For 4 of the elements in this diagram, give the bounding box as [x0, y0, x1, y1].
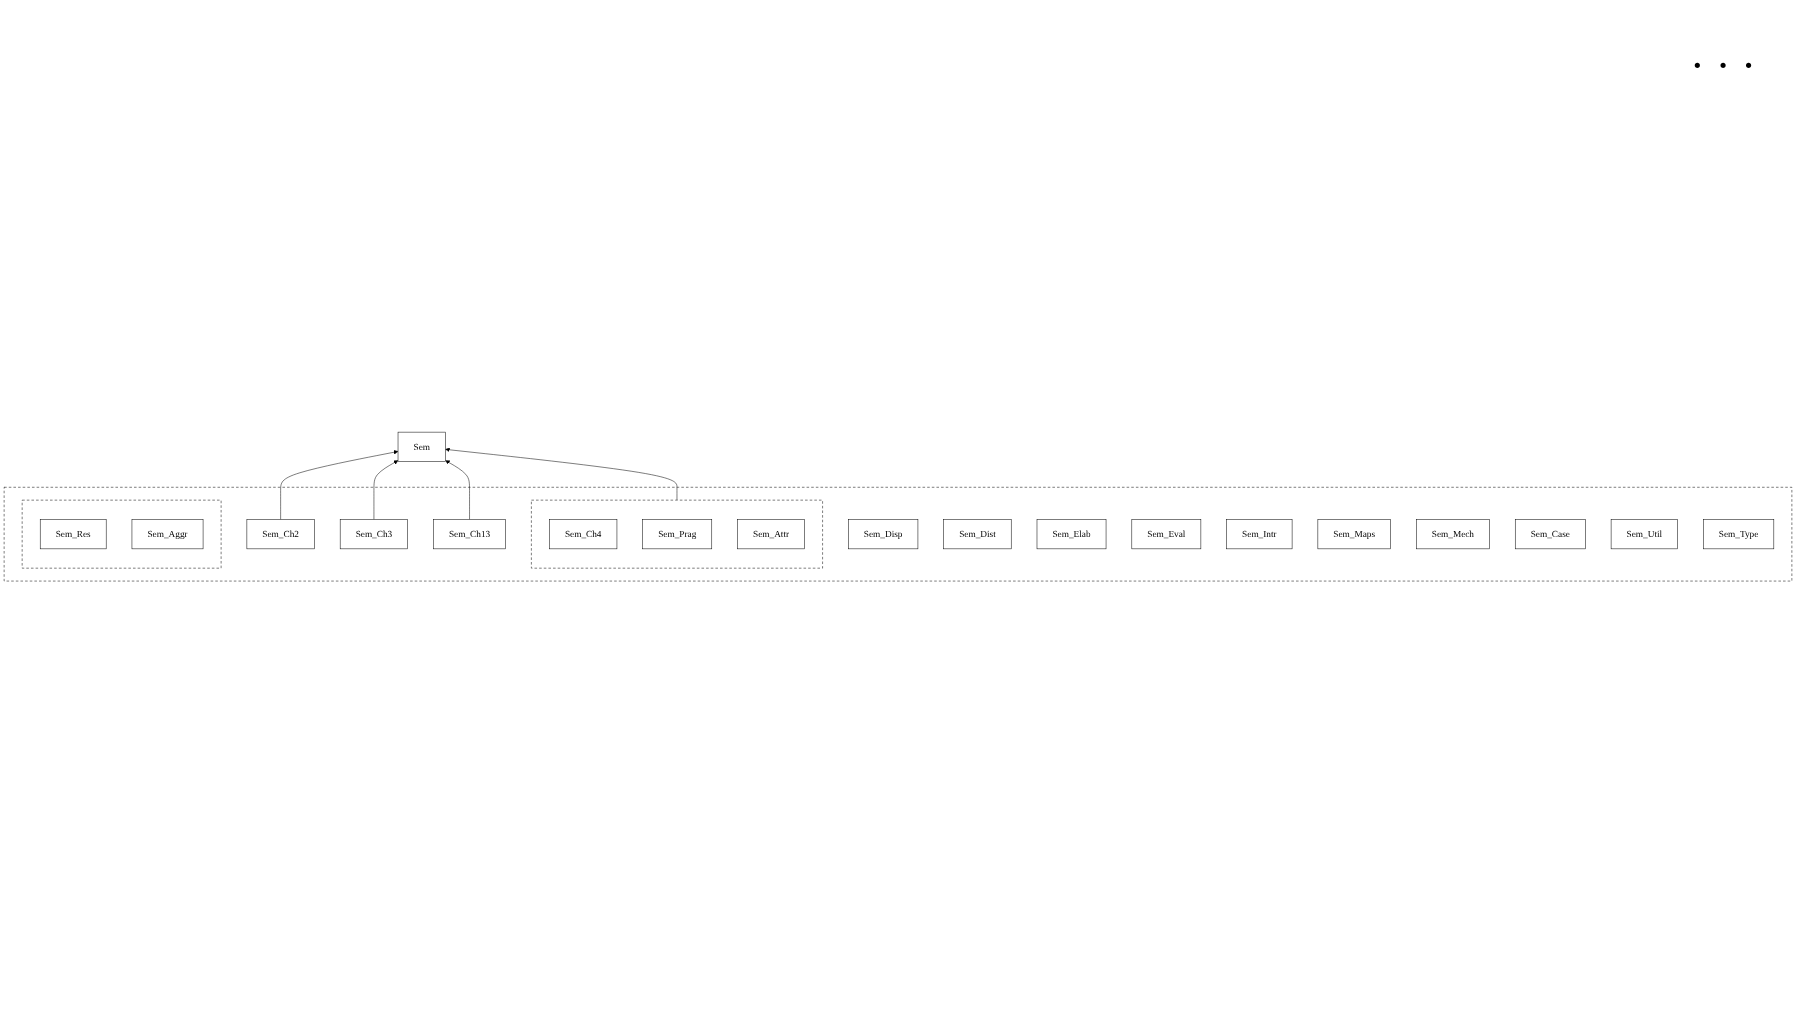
ellipsis-label: · · · [1690, 40, 1756, 92]
cluster [21, 499, 222, 568]
cluster [531, 499, 823, 568]
cluster [3, 486, 1793, 581]
